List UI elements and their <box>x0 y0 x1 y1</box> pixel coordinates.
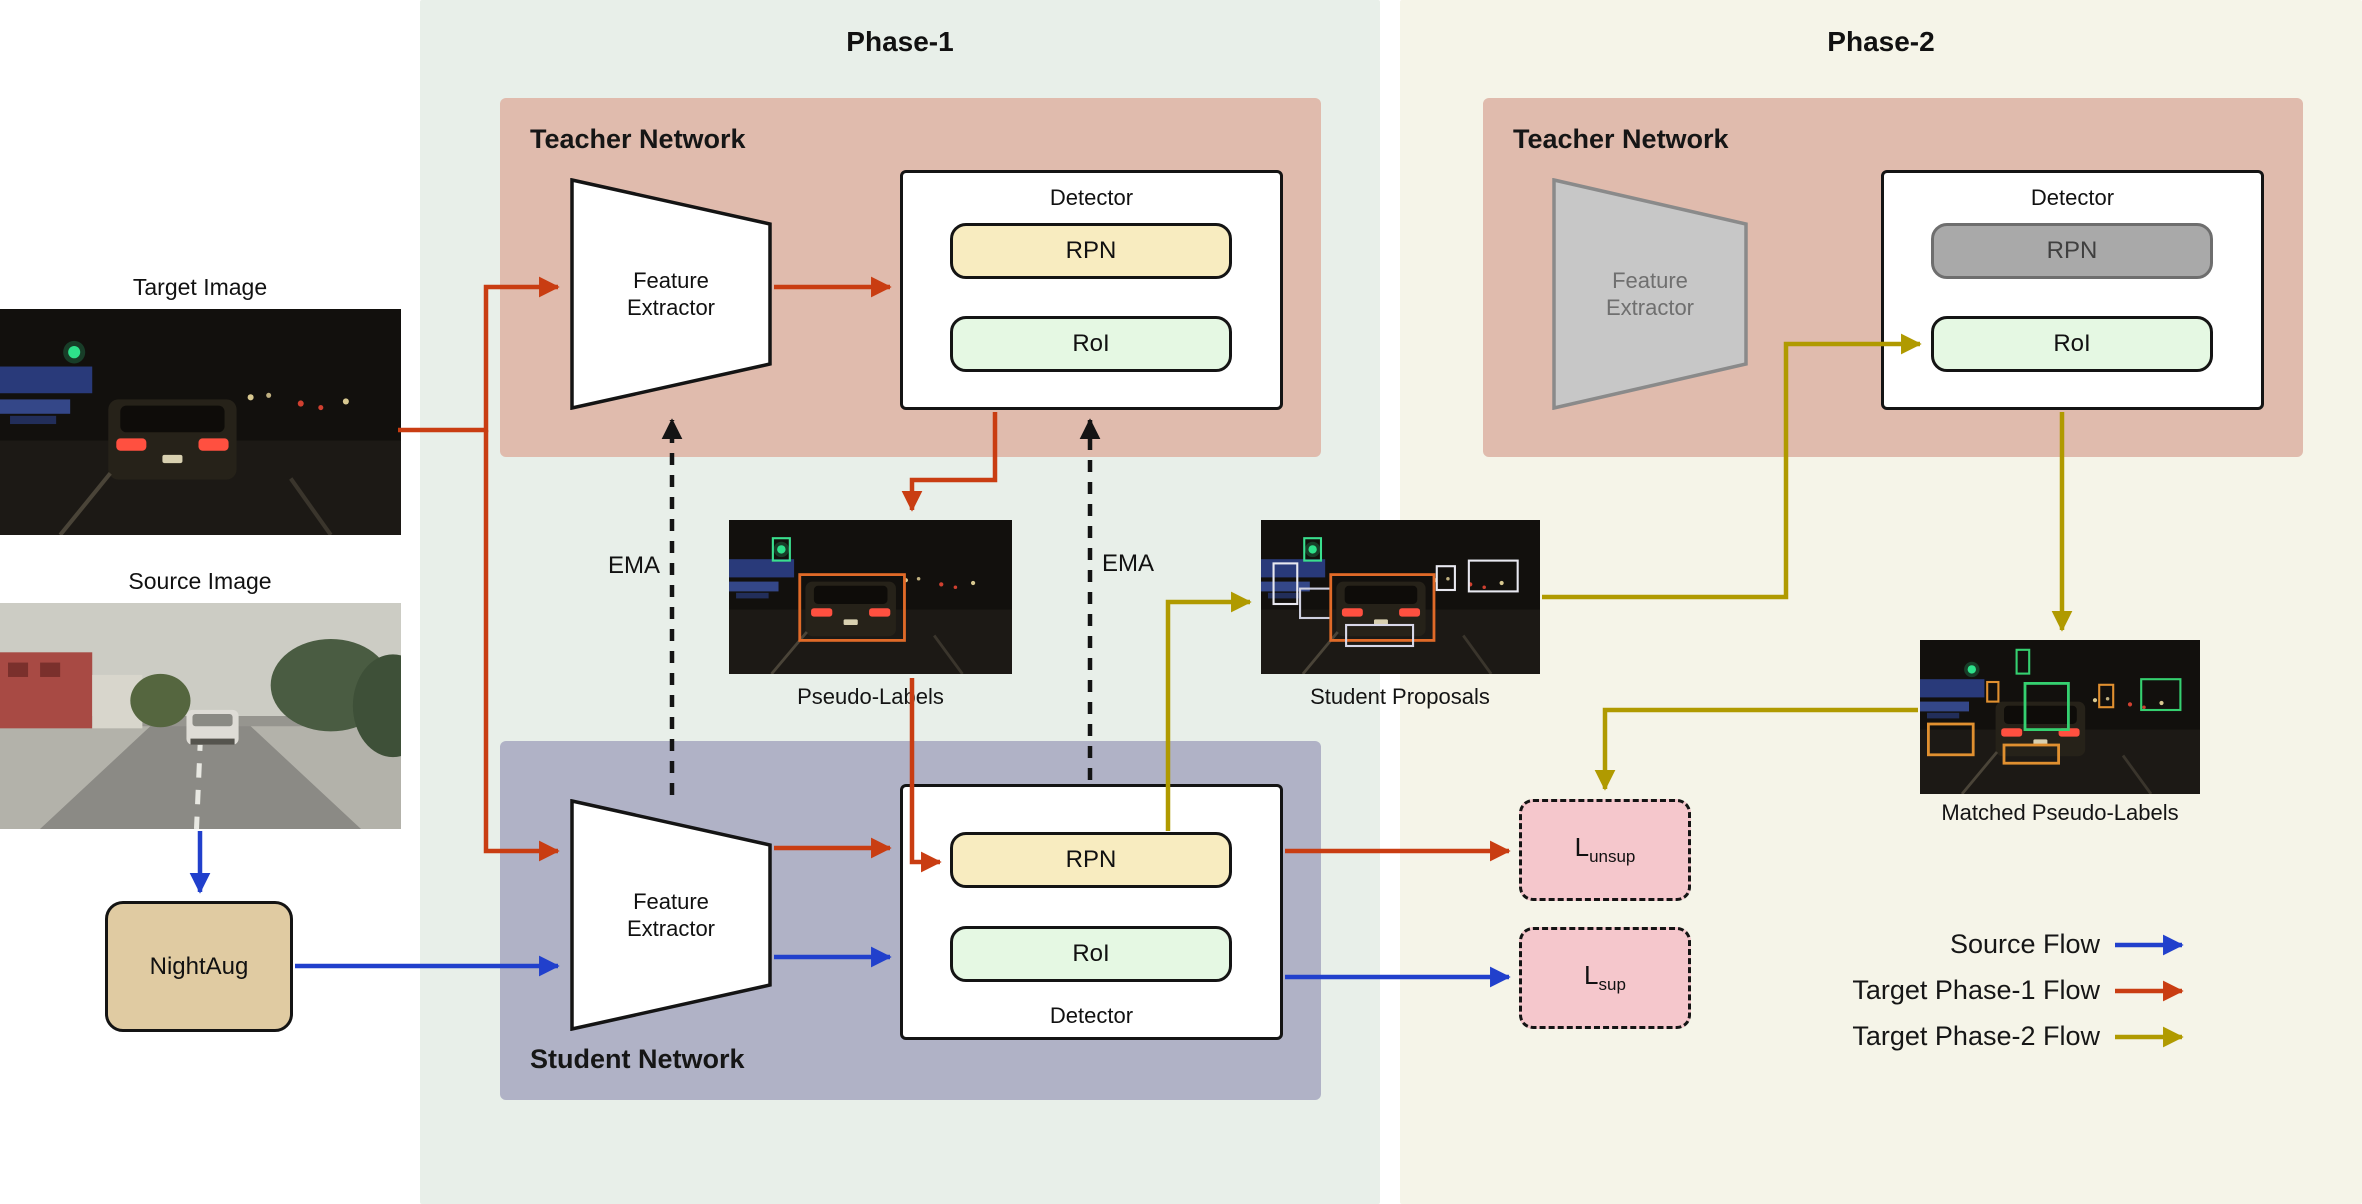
matched-pseudo-label-boxes <box>1927 648 2182 765</box>
phase2-teacher-title: Teacher Network <box>1513 124 1729 154</box>
phase1-teacher-roi-label: RoI <box>1072 330 1110 357</box>
loss-unsup-label: Lunsup <box>1574 832 1636 867</box>
matched-pseudo-labels-image <box>1920 640 2200 794</box>
phase1-teacher-title: Teacher Network <box>530 124 746 154</box>
ema-label-left: EMA <box>607 552 660 579</box>
phase1-title: Phase-1 <box>846 26 954 57</box>
phase1-student-detector-label: Detector <box>1049 1003 1134 1028</box>
phase1-student-feature-extractor: Feature Extractor <box>570 799 772 1031</box>
loss-sup-box: Lsup <box>1519 927 1691 1029</box>
student-proposals-image <box>1261 520 1540 674</box>
legend-target-phase1-label: Target Phase-1 Flow <box>1852 975 2100 1005</box>
legend-source-flow-label: Source Flow <box>1949 929 2100 959</box>
loss-unsup-box: Lunsup <box>1519 799 1691 901</box>
phase2-teacher-roi: RoI <box>1931 316 2213 372</box>
student-proposal-boxes <box>1272 537 1519 648</box>
phase1-teacher-roi: RoI <box>950 316 1232 372</box>
phase1-teacher-fe-label: Feature Extractor <box>626 267 716 321</box>
phase1-student-title: Student Network <box>530 1044 745 1074</box>
phase1-student-rpn-label: RPN <box>1065 846 1117 873</box>
phase1-teacher-rpn: RPN <box>950 223 1232 279</box>
phase1-teacher-rpn-label: RPN <box>1065 237 1117 264</box>
phase1-student-rpn: RPN <box>950 832 1232 888</box>
phase1-teacher-detector-label: Detector <box>1049 185 1134 210</box>
phase1-teacher-feature-extractor: Feature Extractor <box>570 178 772 410</box>
phase2-teacher-rpn-label: RPN <box>2046 237 2098 264</box>
phase2-teacher-feature-extractor: Feature Extractor <box>1552 178 1748 410</box>
legend-target-phase2-label: Target Phase-2 Flow <box>1852 1021 2100 1051</box>
phase1-student-roi: RoI <box>950 926 1232 982</box>
ema-label-right: EMA <box>1102 550 1155 577</box>
target-image-photo <box>0 309 401 535</box>
pseudo-labels-caption: Pseudo-Labels <box>797 684 944 709</box>
phase2-teacher-roi-label: RoI <box>2053 330 2091 357</box>
source-image-label: Source Image <box>128 568 272 594</box>
phase1-student-fe-label: Feature Extractor <box>626 888 716 942</box>
phase2-title: Phase-2 <box>1827 26 1935 57</box>
matched-pseudo-labels-caption: Matched Pseudo-Labels <box>1941 800 2179 825</box>
pseudo-labels-image <box>729 520 1012 674</box>
phase2-teacher-detector: Detector RPN RoI <box>1881 170 2264 410</box>
source-image-photo <box>0 603 401 829</box>
phase1-student-detector: RPN RoI Detector <box>900 784 1283 1040</box>
student-proposals-caption: Student Proposals <box>1310 684 1490 709</box>
loss-sup-label: Lsup <box>1584 960 1626 995</box>
phase2-teacher-rpn: RPN <box>1931 223 2213 279</box>
phase1-student-roi-label: RoI <box>1072 940 1110 967</box>
pseudo-label-boxes <box>771 537 906 642</box>
target-image-label: Target Image <box>132 274 268 300</box>
phase2-teacher-detector-label: Detector <box>2030 185 2115 210</box>
nightaug-label: NightAug <box>149 952 249 980</box>
phase2-teacher-fe-label: Feature Extractor <box>1605 267 1695 321</box>
phase1-teacher-detector: Detector RPN RoI <box>900 170 1283 410</box>
nightaug-box: NightAug <box>105 901 293 1032</box>
